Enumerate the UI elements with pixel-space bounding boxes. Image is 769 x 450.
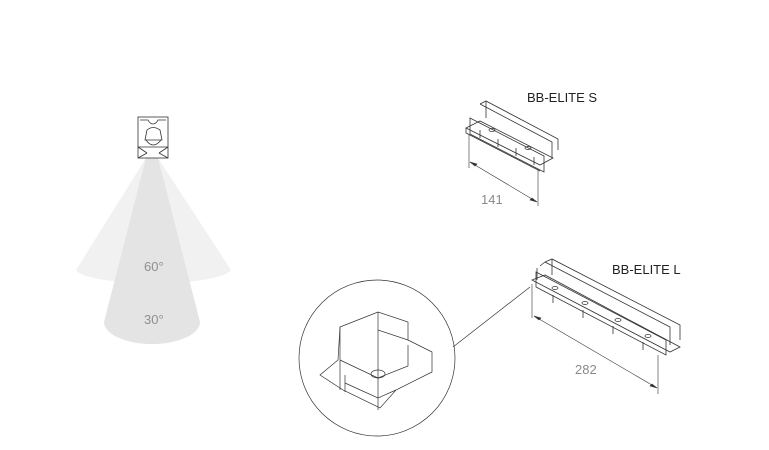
bb-elite-s-length: 141 <box>481 192 503 207</box>
beam-angle-30-label: 30° <box>144 312 164 327</box>
fixture-section-icon <box>137 116 169 159</box>
bb-elite-s-label: BB-ELITE S <box>527 90 598 105</box>
bb-elite-s-drawing <box>465 100 559 173</box>
beam-30-cone <box>104 158 200 344</box>
bb-elite-l-length: 282 <box>575 362 597 377</box>
detail-callout <box>298 279 531 437</box>
beam-angle-60-label: 60° <box>144 259 164 274</box>
bb-elite-s-dimension <box>468 134 539 206</box>
bb-elite-l-drawing <box>531 258 681 356</box>
bb-elite-l-dimension <box>531 284 659 394</box>
bb-elite-l-label: BB-ELITE L <box>612 262 681 277</box>
